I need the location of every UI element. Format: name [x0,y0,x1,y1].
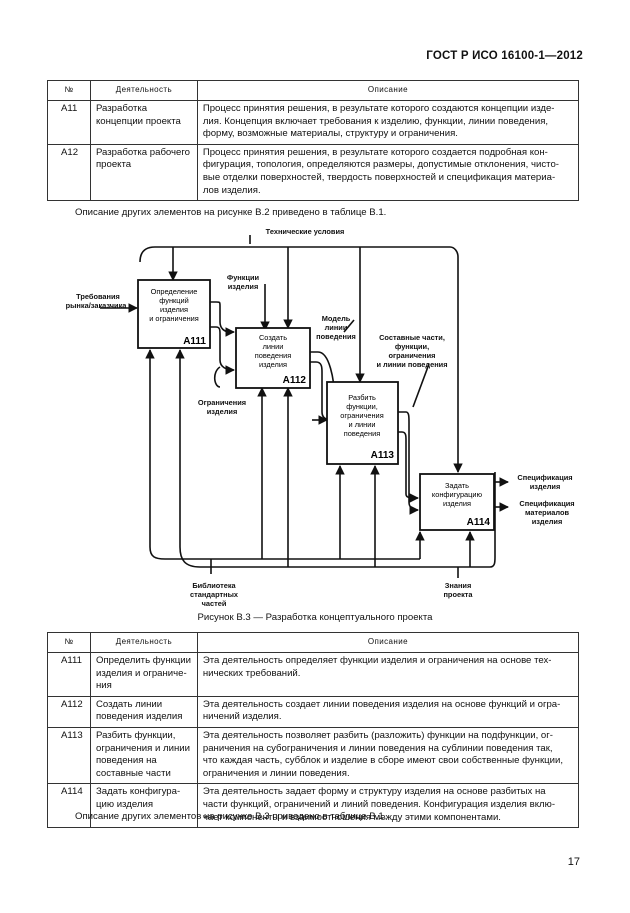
column-header-number: № [47,80,91,101]
column-header-number: № [47,632,91,653]
page-number: 17 [567,856,580,868]
table-header-row: № Деятельность Описание [47,80,580,101]
row-id: A113 [47,726,91,785]
table-row: A111 Определить функции изделия и ограни… [47,652,580,697]
column-header-description: Описание [196,80,580,101]
row-description: Процесс принятия решения, в результате к… [196,100,580,145]
row-id: A114 [47,783,91,829]
row-id: A12 [47,143,91,202]
table-reference-note: Описание других элементов на рисунке В.2… [75,207,387,218]
box-code: A113 [371,450,395,461]
table-reference-note: Описание других элементов на рисунке В.3… [75,811,387,822]
table-row: A113 Разбить функции, ограничения и лини… [47,726,580,785]
row-description: Процесс принятия решения, в результате к… [196,143,580,202]
row-activity: Задать конфигура- цию изделия [89,783,198,829]
table-row: A12 Разработка рабочего проекта Процесс … [47,143,580,202]
row-activity: Определить функции изделия и ограниче- н… [89,652,198,697]
activity-table-a11: № Деятельность Описание A111 Определить … [47,632,580,829]
table-row: A112 Создать линии поведения изделия Эта… [47,695,580,728]
document-header: ГОСТ Р ИСО 16100-1—2012 [426,50,583,62]
table-row: A114 Задать конфигура- цию изделия Эта д… [47,783,580,829]
table-header-row: № Деятельность Описание [47,632,580,653]
column-header-description: Описание [196,632,580,653]
row-activity: Разработка рабочего проекта [89,143,198,202]
row-activity: Создать линии поведения изделия [89,695,198,728]
row-id: A111 [47,652,91,697]
row-description: Эта деятельность определяет функции изде… [196,652,580,697]
label-tech-conditions: Технические условия [266,227,345,236]
row-description: Эта деятельность позволяет разбить (разл… [196,726,580,785]
row-activity: Разбить функции, ограничения и линии пов… [89,726,198,785]
box-code: A112 [283,375,307,386]
activity-table-a1: № Деятельность Описание A11 Разработка к… [47,80,580,202]
row-description: Эта деятельность создает линии поведения… [196,695,580,728]
column-header-activity: Деятельность [89,80,198,101]
row-id: A112 [47,695,91,728]
column-header-activity: Деятельность [89,632,198,653]
row-id: A11 [47,100,91,145]
row-description: Эта деятельность задает форму и структур… [196,783,580,829]
table-row: A11 Разработка концепции проекта Процесс… [47,100,580,145]
row-activity: Разработка концепции проекта [89,100,198,145]
figure-caption: Рисунок В.3 — Разработка концептуального… [197,612,433,623]
box-code: A111 [183,336,206,347]
box-code: A114 [467,517,491,528]
